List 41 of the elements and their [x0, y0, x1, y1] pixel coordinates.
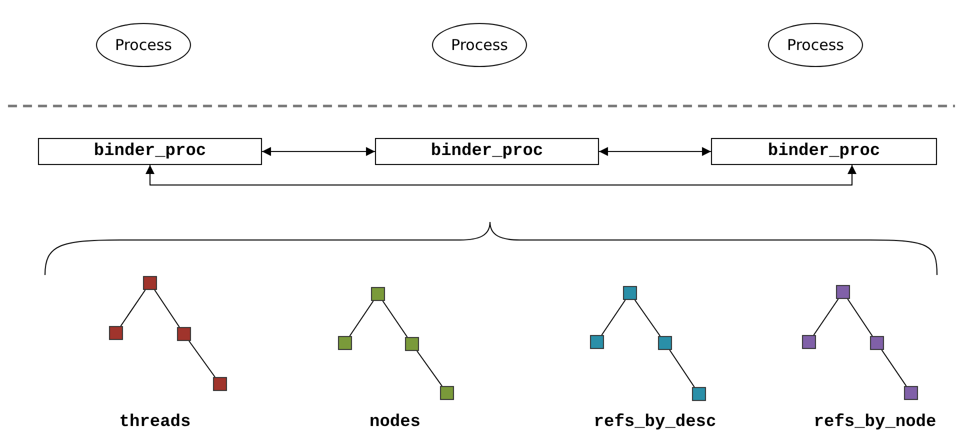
struct-box: binder_proc [38, 138, 262, 165]
tree-link-line [601, 300, 626, 336]
tree-node-square [405, 337, 419, 351]
tree-link-line [669, 350, 695, 388]
tree-label: refs_by_desc [594, 413, 716, 432]
tree-label: refs_by_node [814, 413, 936, 432]
tree-node-square [371, 287, 385, 301]
tree-link-line [634, 300, 661, 336]
tree-node-square [802, 335, 816, 349]
tree-node-square [658, 336, 672, 350]
double-arrow [262, 147, 376, 156]
tree-node-square [338, 336, 352, 350]
tree-link-line [382, 300, 408, 338]
double-arrow [146, 164, 856, 186]
tree-node-square [213, 377, 227, 391]
tree-node-square [143, 276, 157, 290]
tree-node-square [590, 335, 604, 349]
tree-node-square [836, 285, 850, 299]
tree-label: nodes [370, 413, 420, 432]
tree-node-square [109, 326, 123, 340]
tree-link-line [416, 350, 442, 386]
struct-box: binder_proc [711, 138, 937, 165]
tree-link-line [847, 298, 873, 336]
tree-link-line [813, 298, 839, 336]
tree-node-square [904, 386, 918, 400]
tree-node-square [692, 387, 706, 401]
tree-node-square [623, 286, 637, 300]
tree-link-line [881, 350, 907, 386]
tree-label: threads [119, 413, 191, 432]
process-ellipse: Process [432, 23, 527, 67]
tree-node-square [870, 336, 884, 350]
tree-link-line [349, 300, 374, 336]
struct-box: binder_proc [375, 138, 599, 165]
tree-node-square [177, 327, 191, 341]
process-ellipse: Process [96, 23, 191, 67]
process-ellipse: Process [768, 23, 863, 67]
tree-link-line [188, 340, 216, 378]
tree-link-line [120, 290, 146, 326]
double-arrow [598, 147, 712, 156]
tree-node-square [440, 386, 454, 400]
tree-link-line [154, 290, 180, 328]
